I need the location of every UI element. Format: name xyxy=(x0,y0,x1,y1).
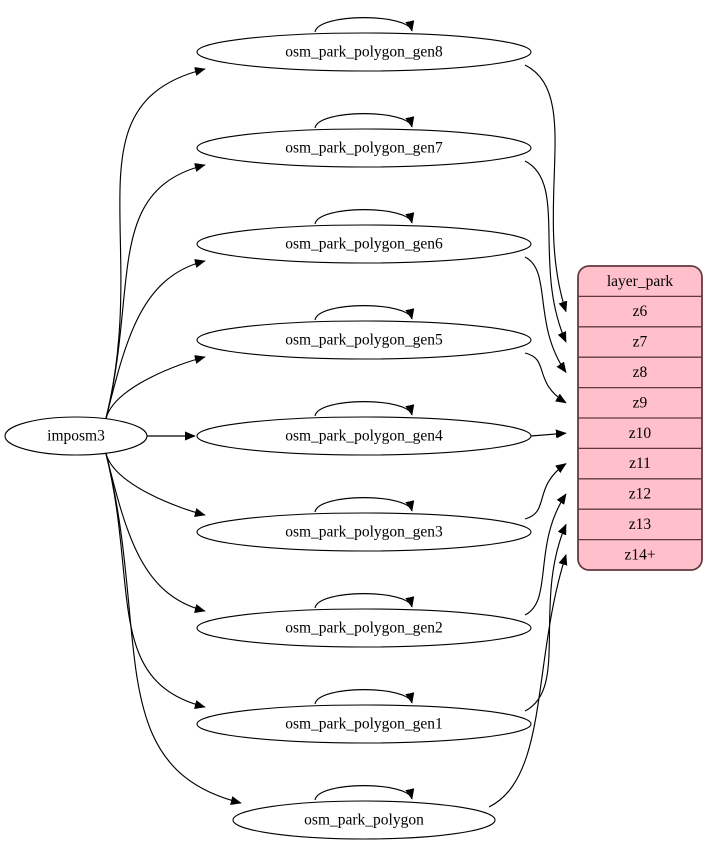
node-label-gen5: osm_park_polygon_gen5 xyxy=(285,332,443,349)
table-row-z11[interactable]: z11 xyxy=(578,448,702,478)
node-base[interactable]: osm_park_polygon xyxy=(232,800,496,840)
edges-to-layer-table xyxy=(488,64,567,808)
edge-imposm3-to-base xyxy=(105,452,241,803)
node-label-gen3: osm_park_polygon_gen3 xyxy=(285,524,443,541)
node-gen4[interactable]: osm_park_polygon_gen4 xyxy=(196,416,532,456)
edge-imposm3-to-gen2 xyxy=(105,452,205,611)
node-shape-gen5[interactable] xyxy=(196,320,532,360)
source-node-group: imposm3 xyxy=(4,416,148,456)
node-shape-gen8[interactable] xyxy=(196,32,532,72)
node-shape-gen1[interactable] xyxy=(196,704,532,744)
table-row-z10[interactable]: z10 xyxy=(578,418,702,448)
node-gen7[interactable]: osm_park_polygon_gen7 xyxy=(196,128,532,168)
edge-imposm3-to-gen6 xyxy=(105,261,205,420)
node-gen2[interactable]: osm_park_polygon_gen2 xyxy=(196,608,532,648)
table-cell-label-z7: z7 xyxy=(633,334,648,351)
self-loop-gen7 xyxy=(314,113,412,129)
edge-gen3-to-z11 xyxy=(524,463,566,520)
table-header-label: layer_park xyxy=(607,273,674,290)
self-loop-gen3 xyxy=(314,497,412,513)
node-label-gen7: osm_park_polygon_gen7 xyxy=(285,140,443,157)
edge-base-to-z14+ xyxy=(488,555,566,808)
edge-gen6-to-z8 xyxy=(524,256,567,372)
edge-imposm3-to-gen8 xyxy=(105,69,205,420)
node-label-gen4: osm_park_polygon_gen4 xyxy=(285,428,443,445)
node-shape-gen6[interactable] xyxy=(196,224,532,264)
edge-gen2-to-z12 xyxy=(524,494,567,616)
node-shape-base[interactable] xyxy=(232,800,496,840)
table-cell-label-z6: z6 xyxy=(633,303,648,320)
table-cell-label-z10: z10 xyxy=(629,425,652,442)
node-gen3[interactable]: osm_park_polygon_gen3 xyxy=(196,512,532,552)
layer-park-table: layer_park z6 z7 z8 z9 z10 z11 z12 z13 z14+ xyxy=(577,265,703,571)
self-loop-gen6 xyxy=(314,209,412,225)
edge-imposm3-to-gen5 xyxy=(105,357,205,420)
node-gen1[interactable]: osm_park_polygon_gen1 xyxy=(196,704,532,744)
self-loop-gen8 xyxy=(314,17,412,33)
node-label-base: osm_park_polygon xyxy=(304,812,424,829)
edge-gen1-to-z13 xyxy=(524,524,567,712)
node-shape-imposm3[interactable] xyxy=(4,416,148,456)
node-shape-gen7[interactable] xyxy=(196,128,532,168)
node-gen6[interactable]: osm_park_polygon_gen6 xyxy=(196,224,532,264)
self-loop-gen2 xyxy=(314,593,412,609)
edges-from-imposm3 xyxy=(105,69,241,803)
table-cell-label-z11: z11 xyxy=(629,455,651,472)
self-loop-gen4 xyxy=(314,401,412,417)
node-shape-gen2[interactable] xyxy=(196,608,532,648)
table-cell-label-z12: z12 xyxy=(629,486,651,503)
edge-gen5-to-z9 xyxy=(524,352,566,404)
edge-gen4-to-z10 xyxy=(530,433,566,436)
table-row-z9[interactable]: z9 xyxy=(578,388,702,418)
node-label-gen6: osm_park_polygon_gen6 xyxy=(285,236,443,253)
table-cell-label-z9: z9 xyxy=(633,394,648,411)
table-cell-label-z14+: z14+ xyxy=(624,546,655,563)
node-shape-gen3[interactable] xyxy=(196,512,532,552)
table-outline xyxy=(577,265,703,571)
table-row-z13[interactable]: z13 xyxy=(578,509,702,539)
node-label-imposm3: imposm3 xyxy=(47,428,105,445)
self-loop-gen1 xyxy=(314,689,412,705)
table-row-z6[interactable]: z6 xyxy=(578,296,702,326)
node-label-gen1: osm_park_polygon_gen1 xyxy=(285,716,443,733)
table-row-z12[interactable]: z12 xyxy=(578,479,702,509)
edge-imposm3-to-gen7 xyxy=(105,165,205,420)
edge-gen7-to-z7 xyxy=(524,160,567,342)
edge-gen8-to-z6 xyxy=(524,64,566,312)
polygon-nodes: osm_park_polygon_gen8 osm_park_polygon_ge… xyxy=(196,32,532,840)
node-label-gen8: osm_park_polygon_gen8 xyxy=(285,44,443,61)
layer-park-table-group[interactable]: layer_park z6 z7 z8 z9 z10 z11 z12 z13 z14+ xyxy=(577,265,703,571)
self-loop-base xyxy=(314,785,412,801)
node-imposm3[interactable]: imposm3 xyxy=(4,416,148,456)
table-row-z7[interactable]: z7 xyxy=(578,327,702,357)
table-cell-label-z13: z13 xyxy=(629,516,652,533)
node-shape-gen4[interactable] xyxy=(196,416,532,456)
node-label-gen2: osm_park_polygon_gen2 xyxy=(285,620,443,637)
self-loop-edges xyxy=(314,17,412,801)
edge-imposm3-to-gen3 xyxy=(105,452,205,515)
node-gen5[interactable]: osm_park_polygon_gen5 xyxy=(196,320,532,360)
node-gen8[interactable]: osm_park_polygon_gen8 xyxy=(196,32,532,72)
table-row-z14+[interactable]: z14+ xyxy=(578,540,702,570)
self-loop-gen5 xyxy=(314,305,412,321)
table-cell-label-z8: z8 xyxy=(633,364,648,381)
table-row-z8[interactable]: z8 xyxy=(578,357,702,387)
